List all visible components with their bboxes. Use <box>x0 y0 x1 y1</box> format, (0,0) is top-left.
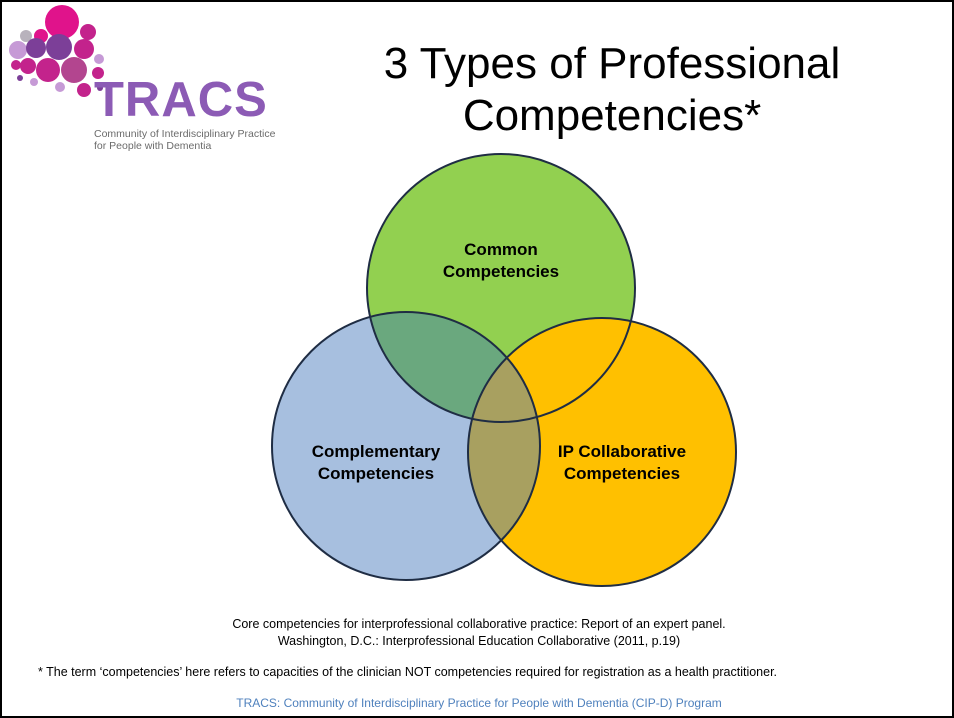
venn-label-ip-line1: IP Collaborative <box>557 442 687 461</box>
citation-line2: Washington, D.C.: Interprofessional Educ… <box>277 634 681 648</box>
citation-line1: Core competencies for interprofessional … <box>232 617 726 631</box>
tracs-logo: TRACS Community of Interdisciplinary Pra… <box>2 2 292 177</box>
footer: TRACS: Community of Interdisciplinary Pr… <box>236 696 722 710</box>
venn-label-ip-collaborative: IP Collaborative Competencies <box>522 441 722 485</box>
venn-label-complementary: Complementary Competencies <box>276 441 476 485</box>
title-line1: 3 Types of Professional <box>383 39 841 88</box>
logo-subtitle: Community of Interdisciplinary Practice … <box>94 128 275 152</box>
venn-circle-ip-collaborative <box>468 318 736 586</box>
venn-label-complementary-line2: Competencies <box>317 464 435 483</box>
venn-label-common: Common Competencies <box>401 239 601 283</box>
venn-overlap-common-complementary <box>367 312 540 422</box>
tracs-bubbles-logo-icon <box>9 5 104 97</box>
citation: Core competencies for interprofessional … <box>2 616 952 650</box>
venn-label-common-line2: Competencies <box>442 262 560 281</box>
logo-subtitle-line2: for People with Dementia <box>94 140 212 152</box>
title-line2: Competencies* <box>462 91 762 140</box>
venn-label-complementary-line1: Complementary <box>311 442 441 461</box>
logo-brand: TRACS <box>94 73 268 127</box>
logo-subtitle-line1: Community of Interdisciplinary Practice <box>94 128 276 140</box>
footnote: * The term ‘competencies’ here refers to… <box>38 665 778 679</box>
venn-label-common-line1: Common <box>464 240 538 259</box>
venn-diagram <box>271 153 737 587</box>
venn-label-ip-line2: Competencies <box>563 464 681 483</box>
page-title: 3 Types of Professional Competencies* <box>332 38 892 142</box>
